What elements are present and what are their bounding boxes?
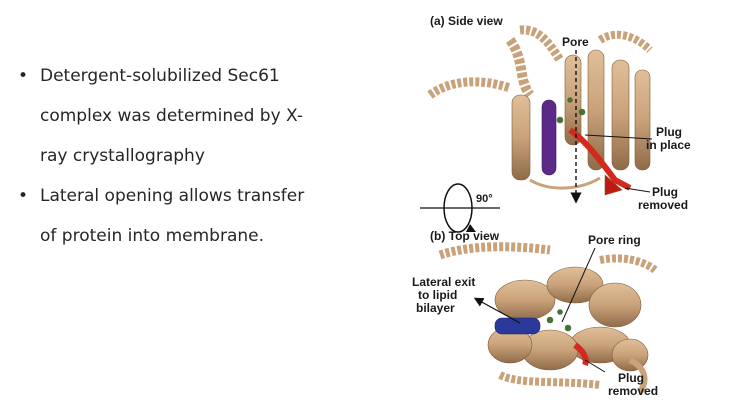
- side-view-helices: [427, 25, 653, 196]
- bullet-dot: •: [18, 66, 29, 86]
- bullet-line: ray crystallography: [40, 146, 205, 166]
- sec61-structure-figure: (a) Side view Pore Plug in place Plug re…: [400, 0, 751, 415]
- bullet-line: Detergent-solubilized Sec61: [40, 66, 280, 86]
- plug-removed-a-label-1: Plug: [652, 185, 678, 199]
- top-view-title: (b) Top view: [430, 229, 500, 243]
- bullet-item-1: • Detergent-solubilized Sec61 complex wa…: [18, 56, 338, 176]
- pore-ring-label: Pore ring: [588, 233, 641, 247]
- plug-removed-a-label-2: removed: [638, 198, 689, 212]
- bullet-list: • Detergent-solubilized Sec61 complex wa…: [18, 56, 338, 256]
- lateral-exit-label-2: to lipid: [418, 288, 458, 302]
- bullet-line: Lateral opening allows transfer: [40, 186, 305, 206]
- plug-in-place-label-2: in place: [646, 138, 691, 152]
- bullet-line: of protein into membrane.: [40, 226, 265, 246]
- plug-in-place-label-1: Plug: [656, 125, 682, 139]
- bullet-dot: •: [18, 186, 29, 206]
- lateral-exit-label-3: bilayer: [416, 301, 455, 315]
- side-view-title: (a) Side view: [430, 14, 503, 28]
- protein-ribbon-illustration: [420, 25, 658, 394]
- pore-label: Pore: [562, 35, 589, 49]
- plug-removed-b-label-1: Plug: [618, 371, 644, 385]
- plug-removed-b-label-2: removed: [608, 384, 659, 398]
- rotation-label: 90°: [476, 193, 493, 205]
- bullet-line: complex was determined by X-: [40, 106, 303, 126]
- bullet-item-2: • Lateral opening allows transfer of pro…: [18, 176, 338, 256]
- rotation-icon: [420, 183, 500, 233]
- top-view-helices: [438, 242, 658, 394]
- lateral-exit-label-1: Lateral exit: [412, 275, 476, 289]
